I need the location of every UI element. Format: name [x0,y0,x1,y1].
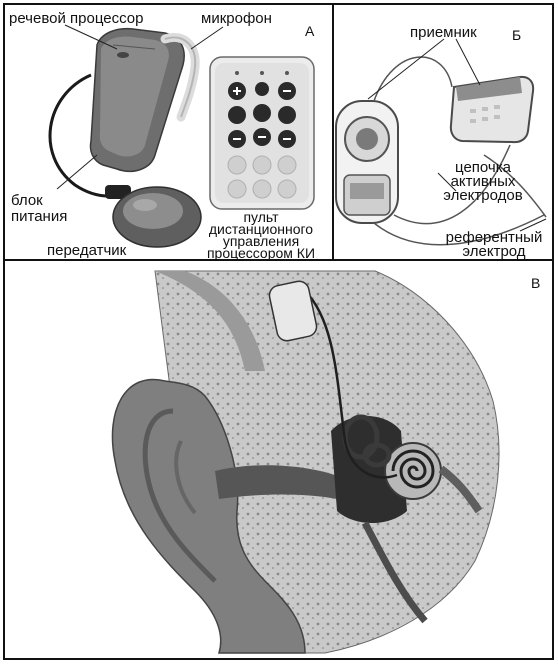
speech-processor-image [91,29,196,172]
label-power-unit-line1: блок [11,193,67,209]
ear-anatomy-illustration [5,261,552,658]
label-transmitter: передатчик [47,243,126,258]
panel-a-letter: А [305,23,314,39]
label-active-line3: электродов [424,189,542,203]
label-power-unit: блок питания [11,193,67,225]
label-microphone: микрофон [201,11,272,26]
cochlea-image [385,443,441,499]
panel-b: приемник Б цепочка активных электродов р… [334,5,552,259]
transmitter-image [105,185,201,247]
remote-control-image [210,57,314,209]
label-reference-line2: электрод [436,245,552,259]
panel-a: речевой процессор микрофон А блок питани… [5,5,332,259]
label-remote-line4: процессором КИ [188,247,332,259]
label-remote-control: пульт дистанционного управления процессо… [188,211,332,259]
implant-electronics-image [451,77,533,142]
implant-receiver-image [336,101,398,223]
label-reference-electrode: референтный электрод [436,231,552,259]
panel-b-illustration [334,5,552,259]
panel-c-letter: В [531,275,540,291]
panel-b-letter: Б [512,27,521,43]
label-power-unit-line2: питания [11,209,67,225]
panel-c: В [5,261,552,658]
label-active-electrodes: цепочка активных электродов [424,161,542,203]
label-receiver: приемник [410,25,477,40]
label-speech-processor: речевой процессор [9,11,143,26]
